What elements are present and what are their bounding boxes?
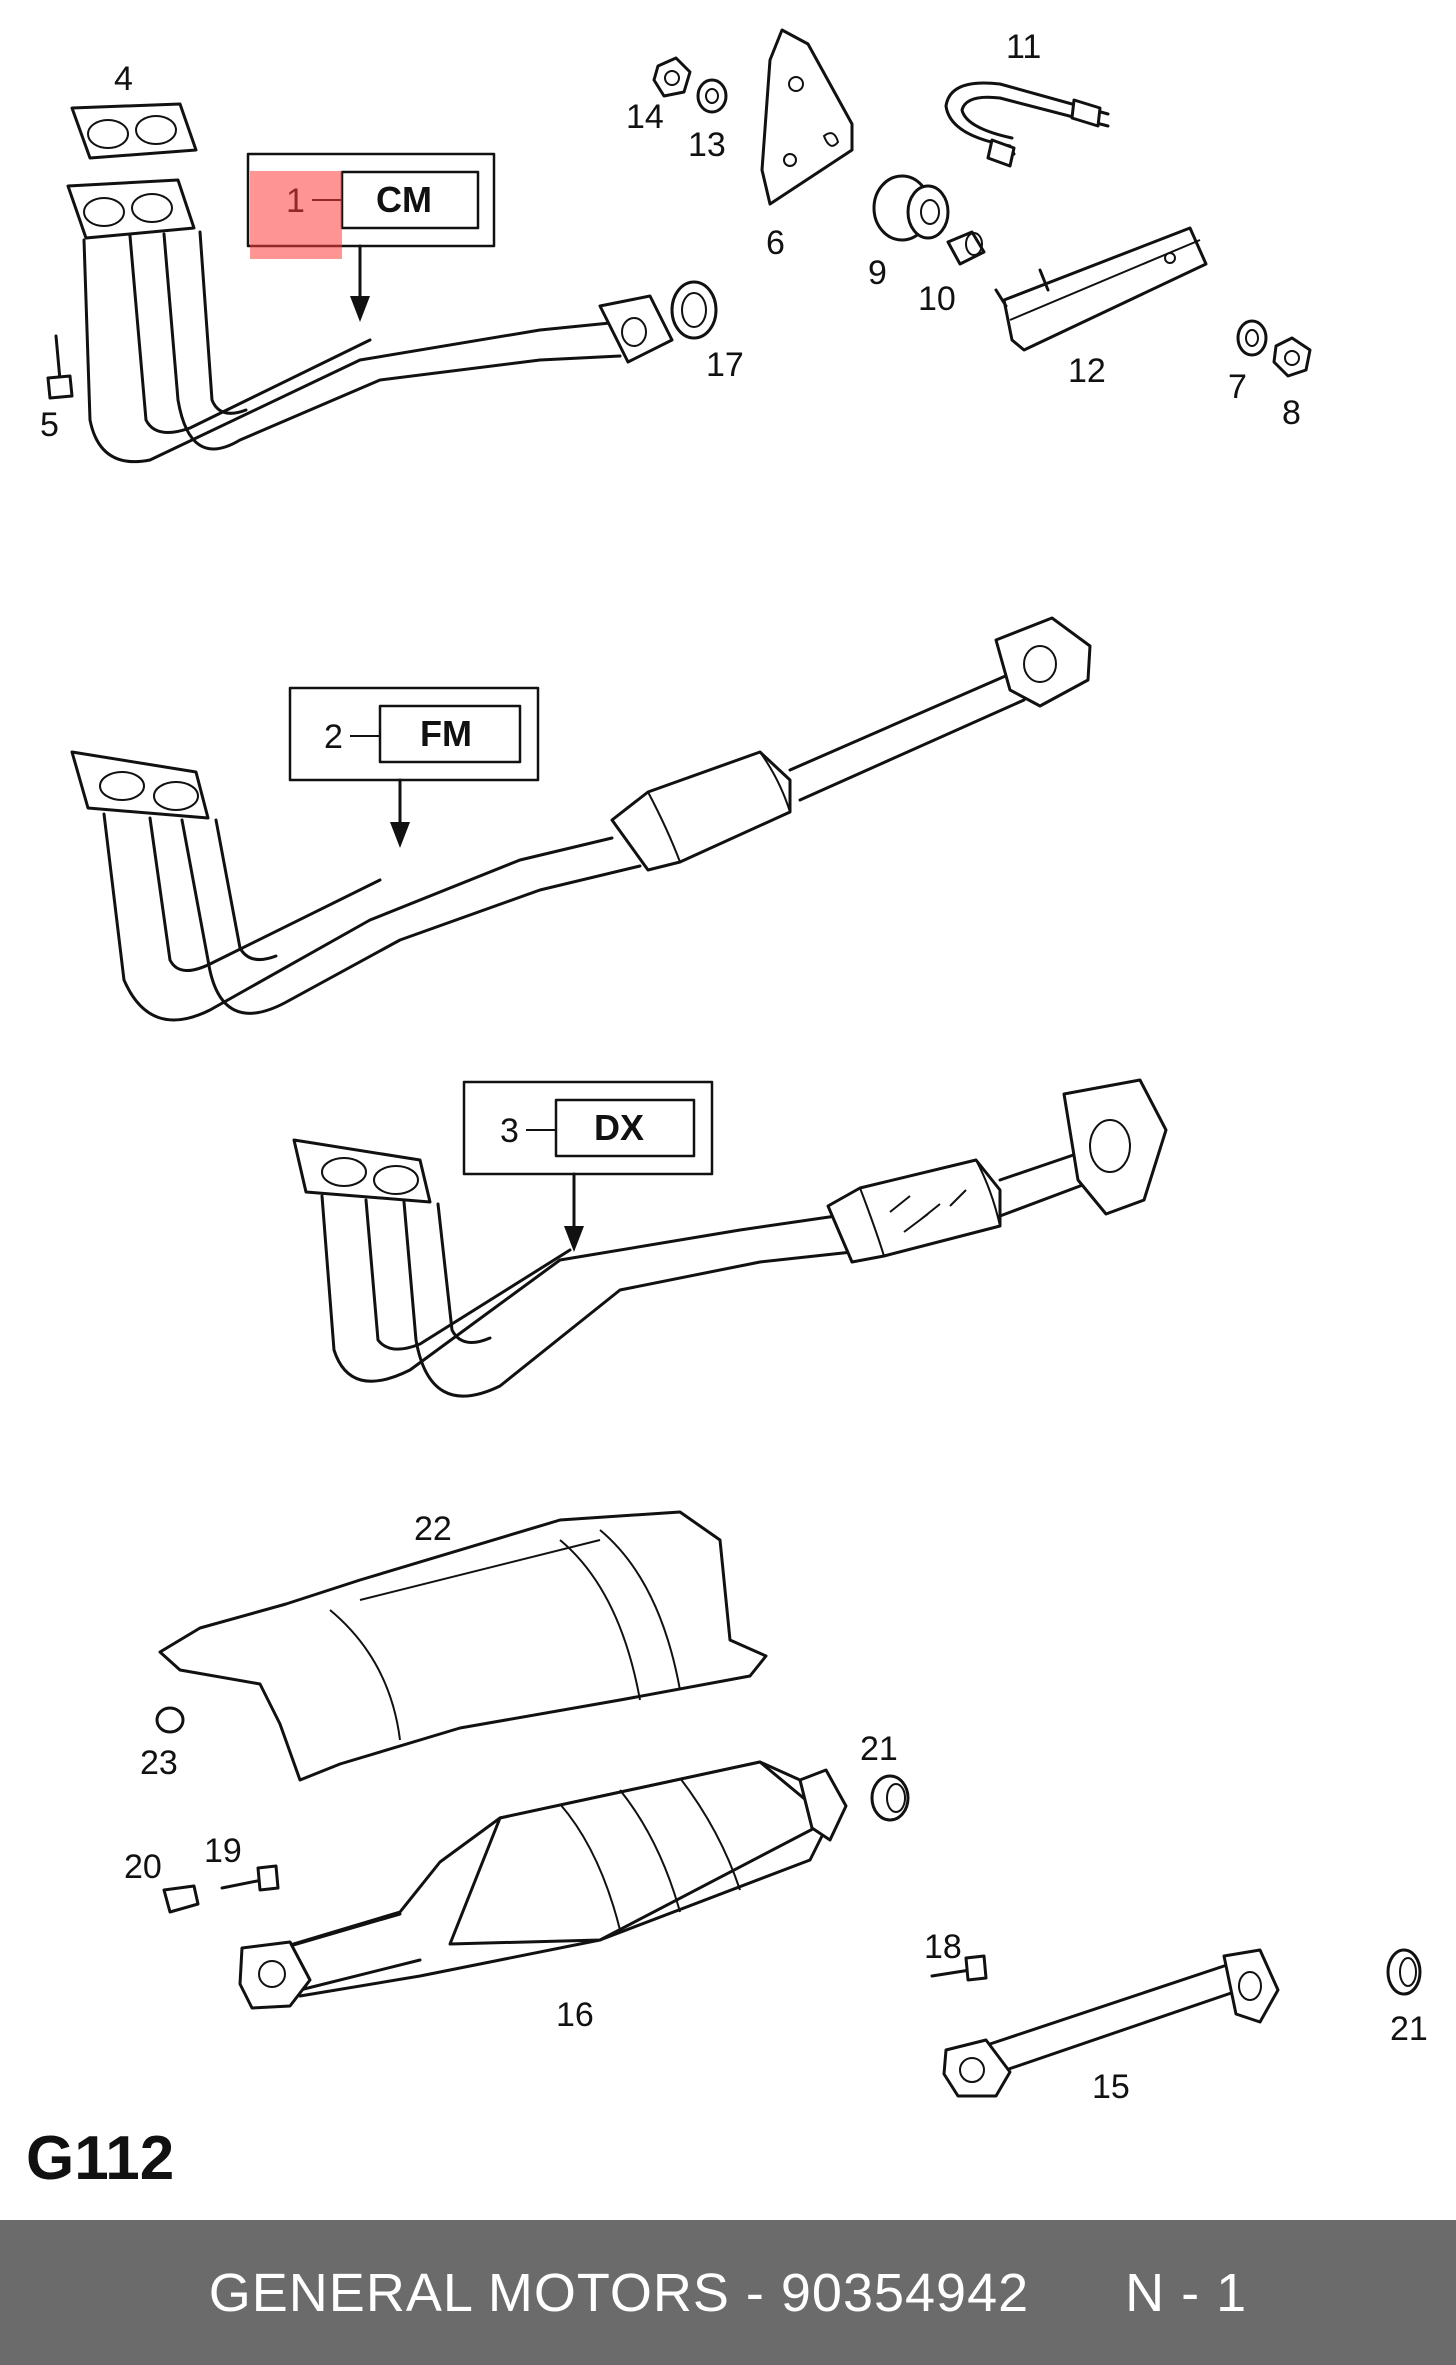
seal-ring-part-21 <box>870 1774 910 1822</box>
front-pipe-cm <box>46 102 718 464</box>
label-part-23: 23 <box>140 1744 178 1782</box>
label-part-20: 20 <box>124 1848 162 1886</box>
catalytic-converter-part-16 <box>238 1760 848 2010</box>
footer-part-number: 90354942 <box>780 2262 1030 2323</box>
label-part-4: 4 <box>114 60 133 98</box>
footer-text: GENERAL MOTORS - 90354942 N - 1 <box>0 2220 1456 2365</box>
heat-shield-part-22 <box>158 1510 768 1782</box>
bolt-part-19 <box>220 1864 280 1892</box>
seal-ring-part-17 <box>670 280 718 340</box>
label-part-10: 10 <box>918 280 956 318</box>
footer-brand: GENERAL MOTORS <box>208 2262 730 2323</box>
footer-quantity: N - 1 <box>1125 2262 1248 2323</box>
label-part-13: 13 <box>688 126 726 164</box>
footer-separator: - <box>729 2262 781 2323</box>
front-pipe-fm <box>70 616 1092 1022</box>
bolt-part-18 <box>930 1954 988 1982</box>
label-part-17: 17 <box>706 346 744 384</box>
label-part-18: 18 <box>924 1928 962 1966</box>
exhaust-parts-diagram: 1 CM 2 FM 3 DX 4 5 14 13 6 11 9 10 12 17… <box>40 28 1428 2106</box>
label-part-21a: 21 <box>860 1730 898 1768</box>
label-part-14: 14 <box>626 98 664 136</box>
page-code: G112 <box>26 2124 175 2193</box>
bracket-part-6 <box>760 28 854 206</box>
sleeve-part-10 <box>946 230 986 266</box>
variant-2-code: FM <box>420 713 472 754</box>
nut-part-8 <box>1272 336 1312 378</box>
label-part-22: 22 <box>414 1510 452 1548</box>
variant-1-code: CM <box>376 179 432 220</box>
nut-part-20 <box>162 1884 200 1914</box>
washer-part-13 <box>696 78 728 114</box>
seal-ring-part-21b <box>1386 1948 1422 1996</box>
label-part-7: 7 <box>1228 368 1247 406</box>
washer-part-7 <box>1236 319 1268 357</box>
hanger-bracket-part-12 <box>994 226 1208 352</box>
label-part-21b: 21 <box>1390 2010 1428 2048</box>
label-part-19: 19 <box>204 1832 242 1870</box>
label-part-15: 15 <box>1092 2068 1130 2106</box>
label-part-9: 9 <box>868 254 887 292</box>
variant-2-number: 2 <box>324 718 343 756</box>
rubber-mount-part-9 <box>872 174 950 242</box>
variant-3-code: DX <box>594 1107 644 1148</box>
label-part-16: 16 <box>556 1996 594 2034</box>
variant-3-number: 3 <box>500 1112 519 1150</box>
nut-part-23 <box>155 1706 185 1734</box>
gasket-part-4 <box>70 102 198 160</box>
label-part-12: 12 <box>1068 352 1106 390</box>
nut-part-14 <box>652 56 692 98</box>
intermediate-pipe-part-15 <box>942 1948 1280 2098</box>
u-clamp-part-11 <box>944 81 1110 168</box>
front-pipe-dx <box>292 1078 1168 1398</box>
footer-bar: GENERAL MOTORS - 90354942 N - 1 <box>0 2220 1456 2365</box>
label-part-11: 11 <box>1006 28 1041 66</box>
bolt-part-5 <box>46 334 74 400</box>
label-part-6: 6 <box>766 224 785 262</box>
selected-variant-highlight <box>250 171 342 259</box>
label-part-8: 8 <box>1282 394 1301 432</box>
label-part-5: 5 <box>40 406 59 444</box>
